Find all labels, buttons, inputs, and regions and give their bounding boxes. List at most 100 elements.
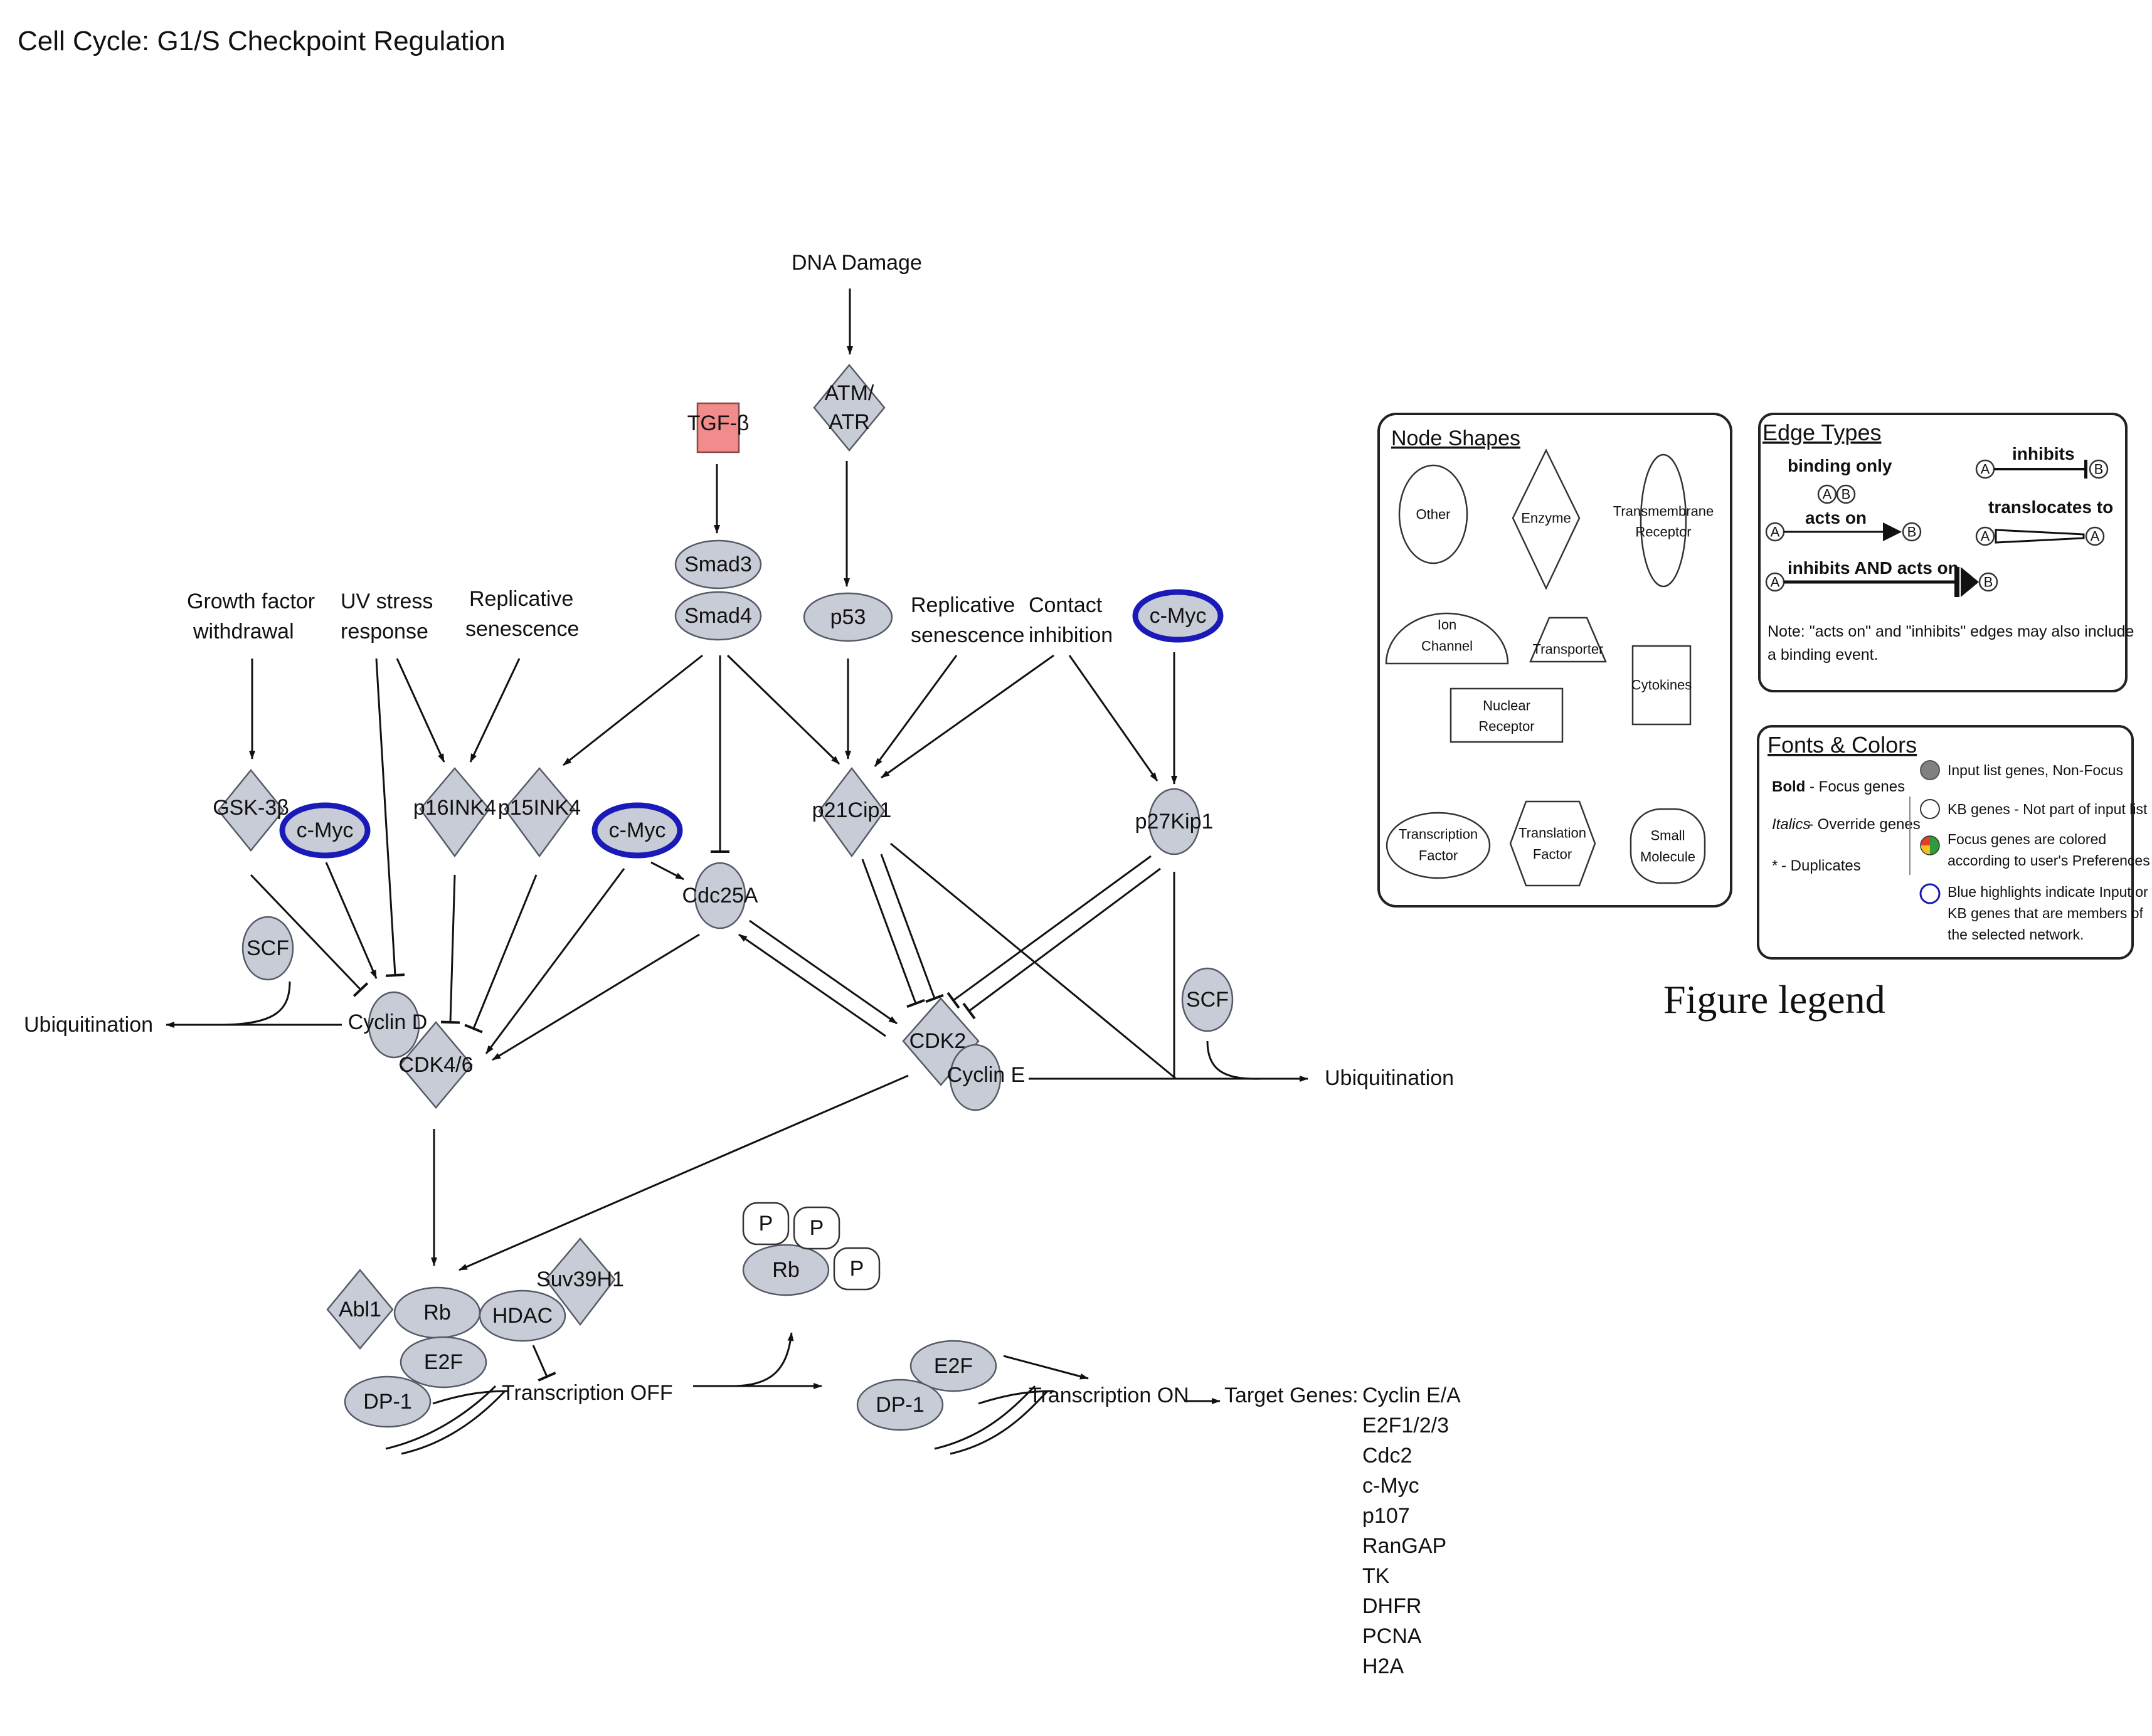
input-list-desc: Input list genes, Non-Focus [1948, 762, 2123, 778]
shape-translation-label-1: Translation [1519, 825, 1586, 841]
edge-inhibits-label: inhibits [2012, 444, 2075, 463]
cmyc-left-node[interactable]: c-Myc [279, 802, 371, 859]
shape-translation-label-2: Factor [1533, 847, 1572, 862]
ubiquitination-right: Ubiquitination [1325, 1066, 1454, 1090]
smad3-label: Smad3 [684, 553, 752, 576]
e2f-node[interactable]: E2F [400, 1336, 487, 1389]
phospho-rb-complex[interactable]: Rb P P P [742, 1202, 881, 1296]
hdac-label: HDAC [492, 1304, 553, 1328]
edge-translocates-a2: A [2091, 529, 2100, 544]
p15-label: p15INK4 [498, 796, 581, 820]
rb2-label: Rb [772, 1258, 799, 1282]
gf-withdrawal-label-1: Growth factor [187, 590, 315, 613]
pathway-edges [166, 288, 1308, 1455]
ubiquitination-left: Ubiquitination [24, 1013, 153, 1037]
dna-damage-label: DNA Damage [792, 251, 922, 275]
shape-tf-label-1: Transcription [1399, 827, 1478, 842]
target-gene: E2F1/2/3 [1362, 1414, 1449, 1437]
p21-node[interactable]: p21Cip1 [812, 766, 892, 858]
p21-label: p21Cip1 [812, 798, 892, 822]
font-italics-desc: - Override genes [1808, 816, 1921, 833]
p16-node[interactable]: p16INK4 [413, 767, 496, 858]
tgfb-label: TGF-β [687, 411, 750, 435]
cmyc-right-label: c-Myc [1150, 604, 1207, 628]
shape-transporter-label: Transporter [1533, 642, 1604, 657]
p16-label: p16INK4 [413, 796, 496, 820]
dp1-node[interactable]: DP-1 [344, 1375, 432, 1428]
target-gene: DHFR [1362, 1594, 1421, 1618]
fonts-colors-heading: Fonts & Colors [1768, 732, 1917, 758]
scf-left-node[interactable]: SCF [241, 916, 294, 981]
e2f-free-node[interactable]: E2F [909, 1340, 997, 1392]
dp1-label: DP-1 [363, 1390, 411, 1414]
legend-node-shapes: Node Shapes Other Enzyme Transmembrane R… [1377, 413, 1732, 908]
cmyc-mid-node[interactable]: c-Myc [591, 802, 683, 859]
shape-ion-label-2: Channel [1421, 638, 1473, 654]
rb-node[interactable]: Rb [393, 1286, 481, 1339]
target-gene: TK [1362, 1564, 1390, 1588]
suv39h1-node[interactable]: Suv39H1 [536, 1237, 624, 1326]
edge-note-1: Note: "acts on" and "inhibits" edges may… [1768, 623, 2134, 640]
cdc25a-node[interactable]: Cdc25A [682, 862, 758, 929]
abl1-node[interactable]: Abl1 [326, 1269, 394, 1350]
scf-right-node[interactable]: SCF [1181, 967, 1234, 1032]
kb-genes-desc: KB genes - Not part of input list [1948, 801, 2148, 817]
edge-acts-on-a: A [1771, 524, 1780, 540]
dp1-2-label: DP-1 [876, 1393, 924, 1417]
edge-inhibits-acts-a: A [1771, 574, 1780, 590]
atm-label-2: ATR [829, 410, 869, 434]
shape-transmembrane-label-1: Transmembrane [1613, 504, 1714, 519]
contact-label-2: inhibition [1029, 623, 1113, 647]
smad3-node[interactable]: Smad3 [674, 539, 762, 590]
blue-desc-3: the selected network. [1948, 926, 2084, 943]
tgfb-node[interactable]: TGF-β [687, 402, 750, 453]
dp1-free-node[interactable]: DP-1 [856, 1379, 944, 1431]
figure-legend-caption: Figure legend [1663, 977, 1885, 1022]
target-gene: RanGAP [1362, 1534, 1446, 1558]
hdac-node[interactable]: HDAC [479, 1289, 566, 1342]
gsk3b-label: GSK-3β [213, 796, 289, 820]
edge-inhibits-acts-label: inhibits AND acts on [1788, 558, 1959, 578]
font-bold-key: Bold [1772, 778, 1805, 795]
shape-cytokines-label: Cytokines [1631, 677, 1692, 693]
cmyc-right-node[interactable]: c-Myc [1132, 589, 1224, 643]
cdk46-label: CDK4/6 [398, 1053, 473, 1077]
cdk2-label: CDK2 [909, 1029, 967, 1053]
cdk2-node[interactable]: CDK2 [902, 997, 980, 1086]
transcription-on: Transcription ON [1029, 1384, 1189, 1407]
edge-inhibits-b: B [2094, 462, 2104, 477]
p27-label: p27Kip1 [1135, 810, 1214, 834]
blue-highlight-swatch [1919, 883, 1941, 904]
shape-nuclear-label-2: Receptor [1478, 719, 1534, 734]
font-dup-desc: - Duplicates [1781, 857, 1861, 874]
edge-inhibits-acts-b: B [1984, 574, 1993, 590]
contact-label-1: Contact [1029, 593, 1103, 617]
focus-desc-1: Focus genes are colored [1948, 831, 2106, 847]
rep-sen-b-label-2: senescence [911, 623, 1024, 647]
target-gene: PCNA [1362, 1624, 1422, 1648]
edge-translocates-a1: A [1981, 529, 1990, 544]
p15-node[interactable]: p15INK4 [498, 767, 581, 858]
blue-desc-2: KB genes that are members of [1948, 905, 2144, 921]
smad4-node[interactable]: Smad4 [674, 591, 762, 641]
target-gene: c-Myc [1362, 1474, 1419, 1498]
atm-atr-node[interactable]: ATM/ ATR [813, 364, 886, 452]
p27-node[interactable]: p27Kip1 [1135, 788, 1214, 855]
blue-desc-1: Blue highlights indicate Input or [1948, 884, 2148, 900]
cdk46-node[interactable]: CDK4/6 [398, 1021, 474, 1109]
abl1-label: Abl1 [339, 1298, 381, 1321]
cdc25a-label: Cdc25A [682, 884, 758, 908]
p53-node[interactable]: p53 [803, 592, 893, 642]
p53-label: p53 [830, 605, 866, 629]
atm-label-1: ATM/ [825, 381, 874, 405]
kb-genes-swatch [1920, 799, 1940, 819]
cyclin-d-label: Cyclin D [348, 1010, 428, 1034]
cyclin-d-node[interactable]: Cyclin D [348, 991, 428, 1059]
uv-stress-label-2: response [341, 620, 428, 643]
smad4-label: Smad4 [684, 604, 752, 628]
target-gene-list: Cyclin E/A E2F1/2/3 Cdc2 c-Myc p107 RanG… [1362, 1384, 1461, 1678]
gsk3b-node[interactable]: GSK-3β [213, 769, 289, 852]
suv39h1-label: Suv39H1 [536, 1268, 624, 1291]
cyclin-e-node[interactable]: Cyclin E [947, 1044, 1026, 1111]
